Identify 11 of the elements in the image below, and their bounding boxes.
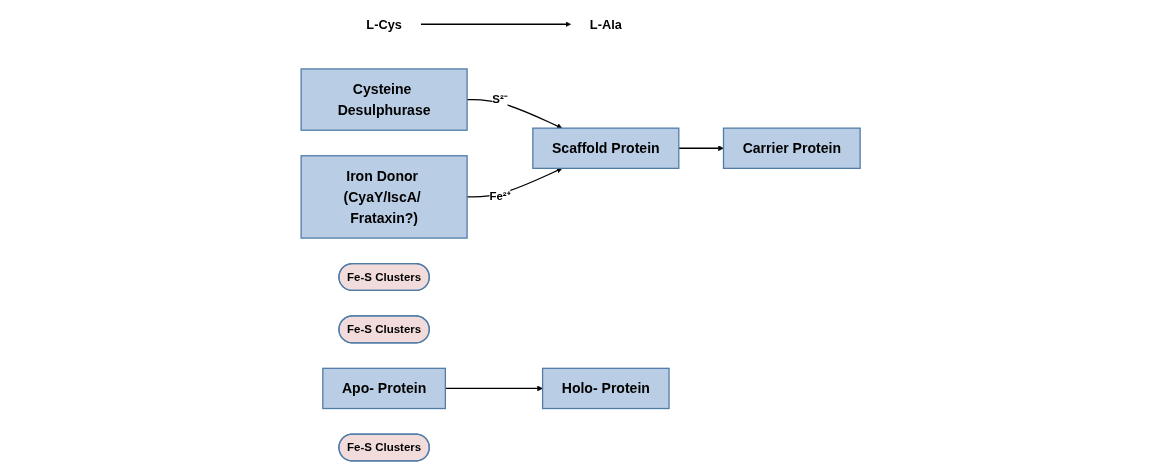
arrow	[420, 21, 572, 28]
node-box: Apo- Protein	[322, 367, 447, 410]
node-box: Cysteine Desulphurase	[300, 68, 469, 131]
node-text: L-Cys	[366, 17, 403, 32]
edge-label: Fe²⁺	[489, 190, 511, 203]
node-box: Iron Donor (CyaY/IscA/ Frataxin?)	[300, 155, 469, 239]
node-box: Scaffold Protein	[532, 127, 680, 169]
edge-label: S²⁻	[492, 92, 508, 106]
node-text: L-Ala	[590, 17, 623, 32]
node-box: Carrier Protein	[723, 127, 862, 169]
node-box: Holo- Protein	[542, 367, 671, 410]
